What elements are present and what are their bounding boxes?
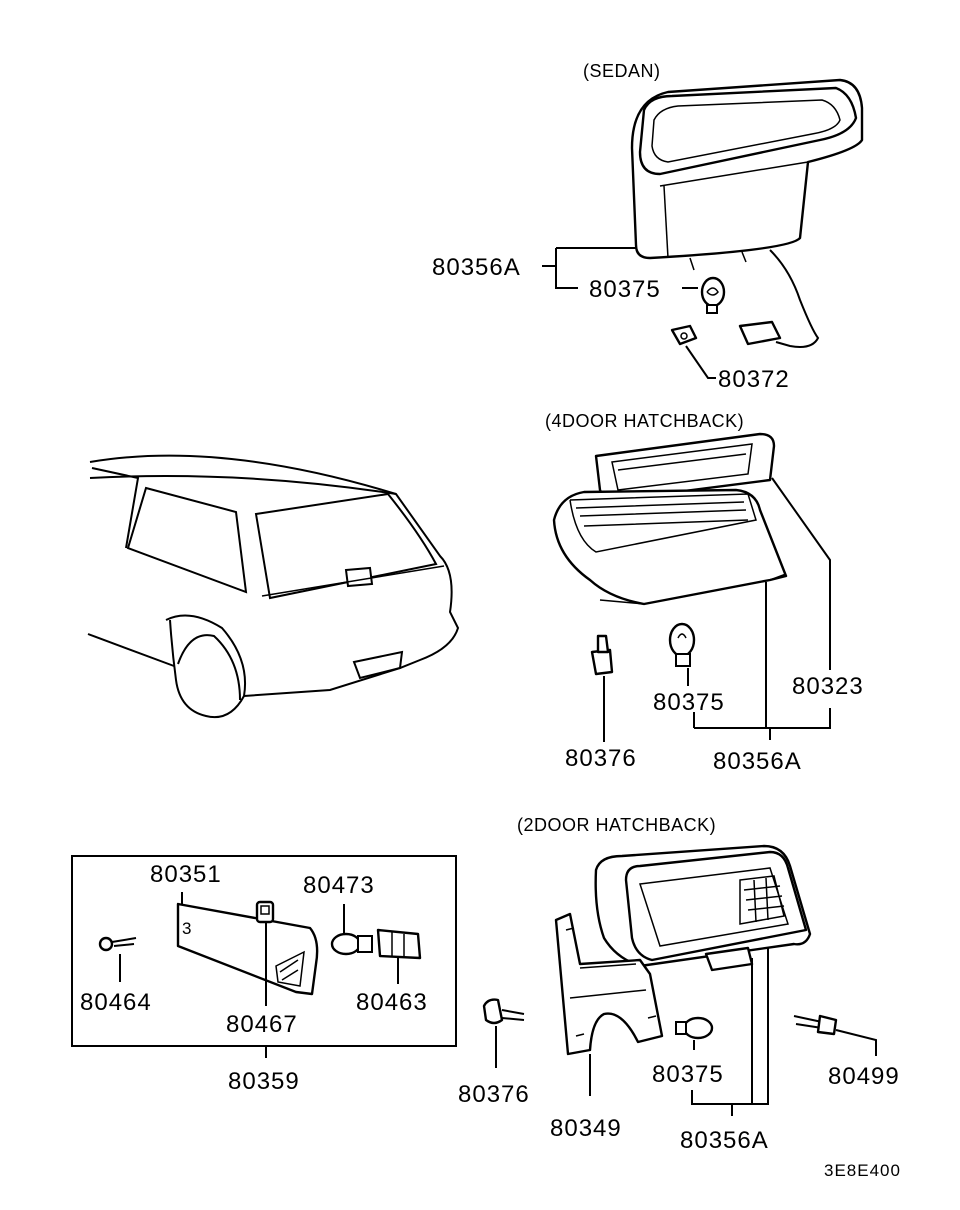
- part-number-hb4-clip: 80376: [565, 745, 637, 772]
- part-number-sedan-bulb: 80375: [589, 276, 661, 303]
- part-number-hb2-bracket: 80349: [550, 1115, 622, 1142]
- hb4-leader-assembly: [693, 582, 831, 740]
- part-number-kit-socket: 80463: [356, 989, 428, 1016]
- part-number-hb4-lens: 80323: [792, 673, 864, 700]
- part-number-hb2-assembly: 80356A: [680, 1127, 769, 1154]
- part-number-kit-screw: 80464: [80, 989, 152, 1016]
- hb2-bulb-80375: [675, 1016, 714, 1040]
- hb2-leader-bolt: [835, 1029, 877, 1056]
- hb2-stop-lamp: [594, 844, 812, 972]
- diagram-code: 3E8E400: [824, 1161, 901, 1180]
- svg-text:3: 3: [182, 919, 192, 938]
- hb4-leader-lens: [771, 477, 831, 670]
- part-number-sedan-assembly: 80356A: [432, 254, 521, 281]
- part-number-kit: 80359: [228, 1068, 300, 1095]
- kit-socket-80463: [376, 928, 422, 960]
- sedan-leader-nut: [685, 345, 716, 379]
- kit-clip-80467: [255, 900, 275, 924]
- hb2-bracket-80349: [554, 912, 664, 1056]
- part-number-kit-clip: 80467: [226, 1011, 298, 1038]
- kit-side-lamp-80351: 3: [176, 902, 319, 996]
- part-number-hb2-bulb: 80375: [652, 1061, 724, 1088]
- part-number-hb4-bulb: 80375: [653, 689, 725, 716]
- hb4-stop-lamp-housing: [552, 488, 788, 606]
- hb4-clip-80376: [590, 634, 614, 676]
- hb4-bulb-80375: [668, 622, 696, 667]
- section-label-2door-hatchback: (2DOOR HATCHBACK): [517, 815, 716, 835]
- section-label-sedan: (SEDAN): [583, 61, 661, 81]
- sedan-high-mount-stop-lamp: [630, 78, 864, 348]
- section-label-4door-hatchback: (4DOOR HATCHBACK): [545, 411, 744, 431]
- sedan-bulb-80375: [700, 276, 726, 314]
- kit-box-80359: [71, 855, 457, 1047]
- part-number-hb4-assembly: 80356A: [713, 748, 802, 775]
- part-number-hb2-bolt: 80499: [828, 1063, 900, 1090]
- hb2-bolt-80499: [793, 1014, 838, 1036]
- car-rear-illustration: [87, 454, 460, 718]
- hb2-leader-assembly: [691, 948, 769, 1116]
- hb2-clip-80376: [482, 998, 525, 1025]
- kit-bulb-80473: [330, 932, 373, 956]
- sedan-leaders-assembly: [542, 247, 698, 289]
- part-number-sedan-nut: 80372: [718, 366, 790, 393]
- part-number-kit-lamp: 80351: [150, 861, 222, 888]
- sedan-nut-80372: [670, 324, 698, 346]
- part-number-kit-bulb: 80473: [303, 872, 375, 899]
- kit-screw-80464: [98, 936, 137, 952]
- part-number-hb2-clip: 80376: [458, 1081, 530, 1108]
